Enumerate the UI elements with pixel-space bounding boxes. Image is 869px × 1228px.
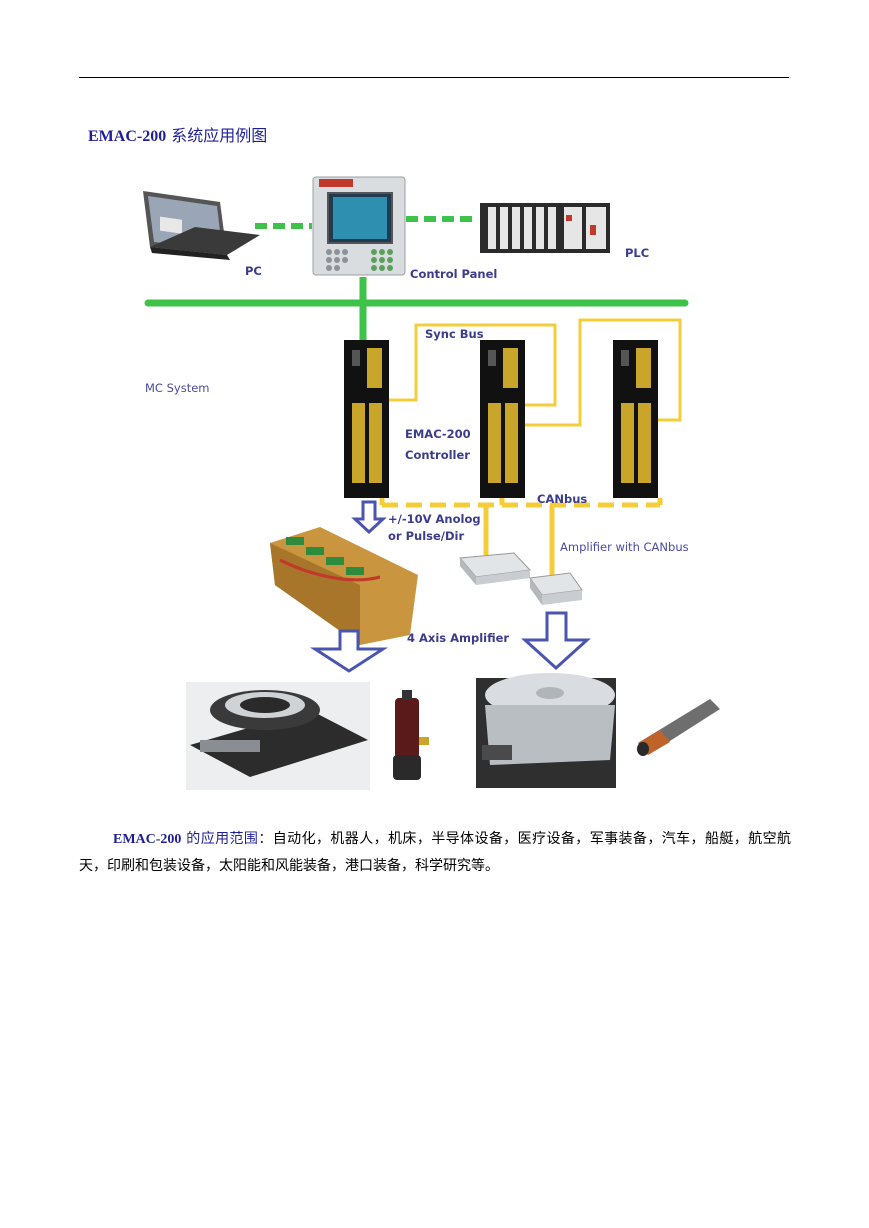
- controller-unit-1: [344, 340, 389, 498]
- paragraph-lead-product: EMAC-200: [113, 832, 182, 847]
- figure-heading: EMAC-200 系统应用例图: [88, 122, 267, 146]
- header-rule: [79, 77, 789, 78]
- rotary-stage-photo: [186, 682, 370, 790]
- system-diagram-svg: PC Control Panel PLC MC System Sync Bus …: [143, 176, 720, 790]
- system-diagram: PC Control Panel PLC MC System Sync Bus …: [120, 165, 740, 805]
- sync-bus: [388, 318, 682, 427]
- heading-product: EMAC-200: [88, 128, 167, 145]
- label-mc-system: MC System: [145, 381, 210, 395]
- rotary-table-photo: [476, 673, 616, 788]
- controller-unit-2: [480, 340, 525, 498]
- label-sync-bus: Sync Bus: [425, 327, 484, 341]
- label-control-panel: Control Panel: [410, 267, 497, 281]
- arrow-down-icon: [309, 629, 389, 673]
- label-controller: Controller: [405, 448, 470, 462]
- arrow-down-icon: [351, 500, 387, 535]
- heading-text: 系统应用例图: [166, 126, 268, 145]
- label-four-axis-amplifier: 4 Axis Amplifier: [407, 631, 509, 645]
- control-panel-icon: [312, 176, 406, 276]
- linear-motor-photo: [637, 699, 720, 756]
- label-controller-name: EMAC-200: [405, 427, 471, 441]
- label-canbus: CANbus: [537, 492, 587, 506]
- label-amplifier-canbus: Amplifier with CANbus: [560, 540, 689, 554]
- label-pulse-dir: or Pulse/Dir: [388, 529, 464, 543]
- canbus-amplifier-1: [459, 552, 532, 585]
- plc-rack-icon: [480, 203, 610, 253]
- label-plc: PLC: [625, 246, 649, 260]
- laptop-icon: [143, 191, 260, 260]
- paragraph-body: 自动化，机器人，机床，半导体设备，医疗设备，军事装备，汽车，船艇，航空航天，印刷…: [79, 831, 792, 874]
- paragraph-lead: EMAC-200 的应用范围：: [113, 831, 273, 847]
- label-pc: PC: [245, 264, 262, 278]
- application-paragraph: EMAC-200 的应用范围：自动化，机器人，机床，半导体设备，医疗设备，军事装…: [79, 826, 791, 880]
- controller-unit-3: [613, 340, 658, 498]
- motor-encoder-photo: [385, 683, 435, 789]
- arrow-down-icon: [521, 611, 591, 671]
- canbus-line: [379, 498, 663, 575]
- four-axis-amplifier: [270, 527, 418, 645]
- label-analog: +/-10V Anolog: [388, 512, 481, 526]
- paragraph-lead-text: 的应用范围：: [181, 831, 273, 847]
- canbus-amplifier-2: [529, 572, 583, 605]
